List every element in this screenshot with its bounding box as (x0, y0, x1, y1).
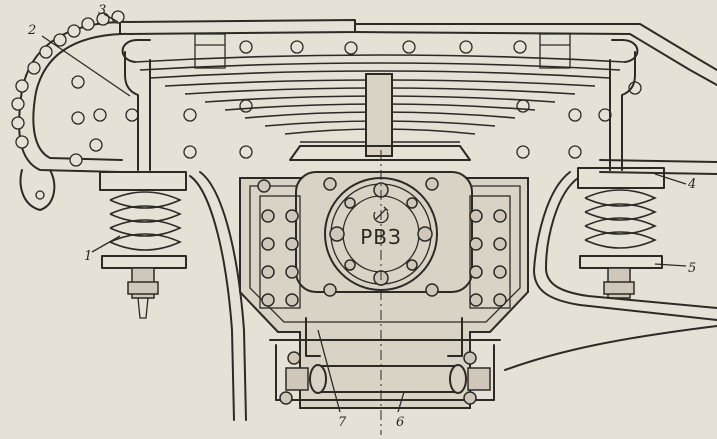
callout-3: 3 (98, 3, 106, 18)
callout-7: 7 (338, 415, 347, 430)
callout-6: 6 (396, 415, 404, 430)
callout-labels: 1 2 3 4 5 6 7 (27, 3, 696, 430)
callout-4: 4 (687, 177, 696, 192)
frame-rail (18, 19, 717, 211)
callout-1: 1 (84, 249, 92, 264)
callout-2: 2 (27, 23, 36, 38)
leader-lines (41, 13, 687, 413)
frame-bolts (257, 177, 507, 405)
leaf-spring (121, 39, 639, 171)
suspension-rods (189, 171, 717, 421)
coil-spring-right (577, 167, 665, 299)
coil-spring-left (99, 171, 187, 319)
callout-5: 5 (688, 261, 696, 276)
